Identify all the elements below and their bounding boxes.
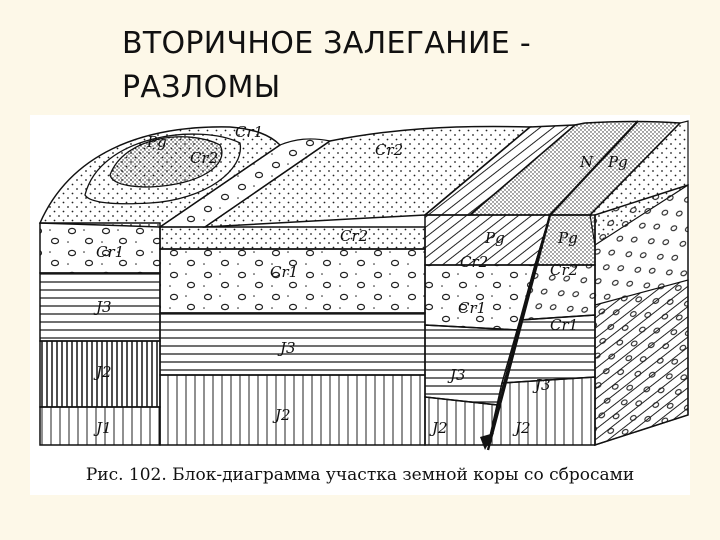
front-middle-block <box>159 226 426 446</box>
slide-title-line-1: ВТОРИЧНОЕ ЗАЛЕГАНИЕ - <box>122 26 531 61</box>
top-surface <box>38 120 689 246</box>
label-cr2-front-right-a: Cr2 <box>460 253 488 271</box>
block-diagram: Pg Cr2 Cr1 Cr2 N Pg Cr1 J3 J2 J1 Cr2 Cr1… <box>38 120 689 451</box>
label-j2-front-right-a: J2 <box>429 419 448 437</box>
figure-caption: Рис. 102. Блок-диаграмма участка земной … <box>85 465 635 485</box>
label-j3-front-left: J3 <box>93 298 112 316</box>
label-cr2-top-middle: Cr2 <box>375 141 403 159</box>
slide-title-line-2: РАЗЛОМЫ <box>122 70 281 105</box>
block-diagram-figure: Pg Cr2 Cr1 Cr2 N Pg Cr1 J3 J2 J1 Cr2 Cr1… <box>30 115 690 495</box>
label-j2-front-left: J2 <box>93 363 112 381</box>
label-j2-front-middle: J2 <box>272 406 291 424</box>
label-cr2-top-left: Cr2 <box>190 149 218 167</box>
label-cr1-front-right-a: Cr1 <box>458 299 486 317</box>
label-cr1-front-middle: Cr1 <box>270 263 298 281</box>
label-n-top-right: N <box>579 153 594 171</box>
label-cr1-front-left: Cr1 <box>96 243 124 261</box>
label-j3-front-right-a: J3 <box>447 366 466 384</box>
label-cr2-front-middle: Cr2 <box>340 227 368 245</box>
label-j3-front-right-b: J3 <box>532 376 551 394</box>
label-j3-front-middle: J3 <box>277 339 296 357</box>
label-cr2-front-right-b: Cr2 <box>550 261 578 279</box>
geologic-labels: Pg Cr2 Cr1 Cr2 N Pg Cr1 J3 J2 J1 Cr2 Cr1… <box>93 123 628 437</box>
label-pg-top-right: Pg <box>607 153 628 171</box>
label-cr1-front-right-b: Cr1 <box>550 316 578 334</box>
label-cr1-top-left: Cr1 <box>235 123 263 141</box>
label-j2-front-right-b: J2 <box>512 419 531 437</box>
front-left-block <box>39 222 161 446</box>
slide-title: ВТОРИЧНОЕ ЗАЛЕГАНИЕ - РАЗЛОМЫ <box>122 22 642 110</box>
label-pg-top-left: Pg <box>146 133 167 151</box>
label-j1-front-left: J1 <box>93 419 112 437</box>
label-pg-front-right-b: Pg <box>557 229 578 247</box>
front-right-block <box>424 183 689 451</box>
label-pg-front-right-a: Pg <box>484 229 505 247</box>
